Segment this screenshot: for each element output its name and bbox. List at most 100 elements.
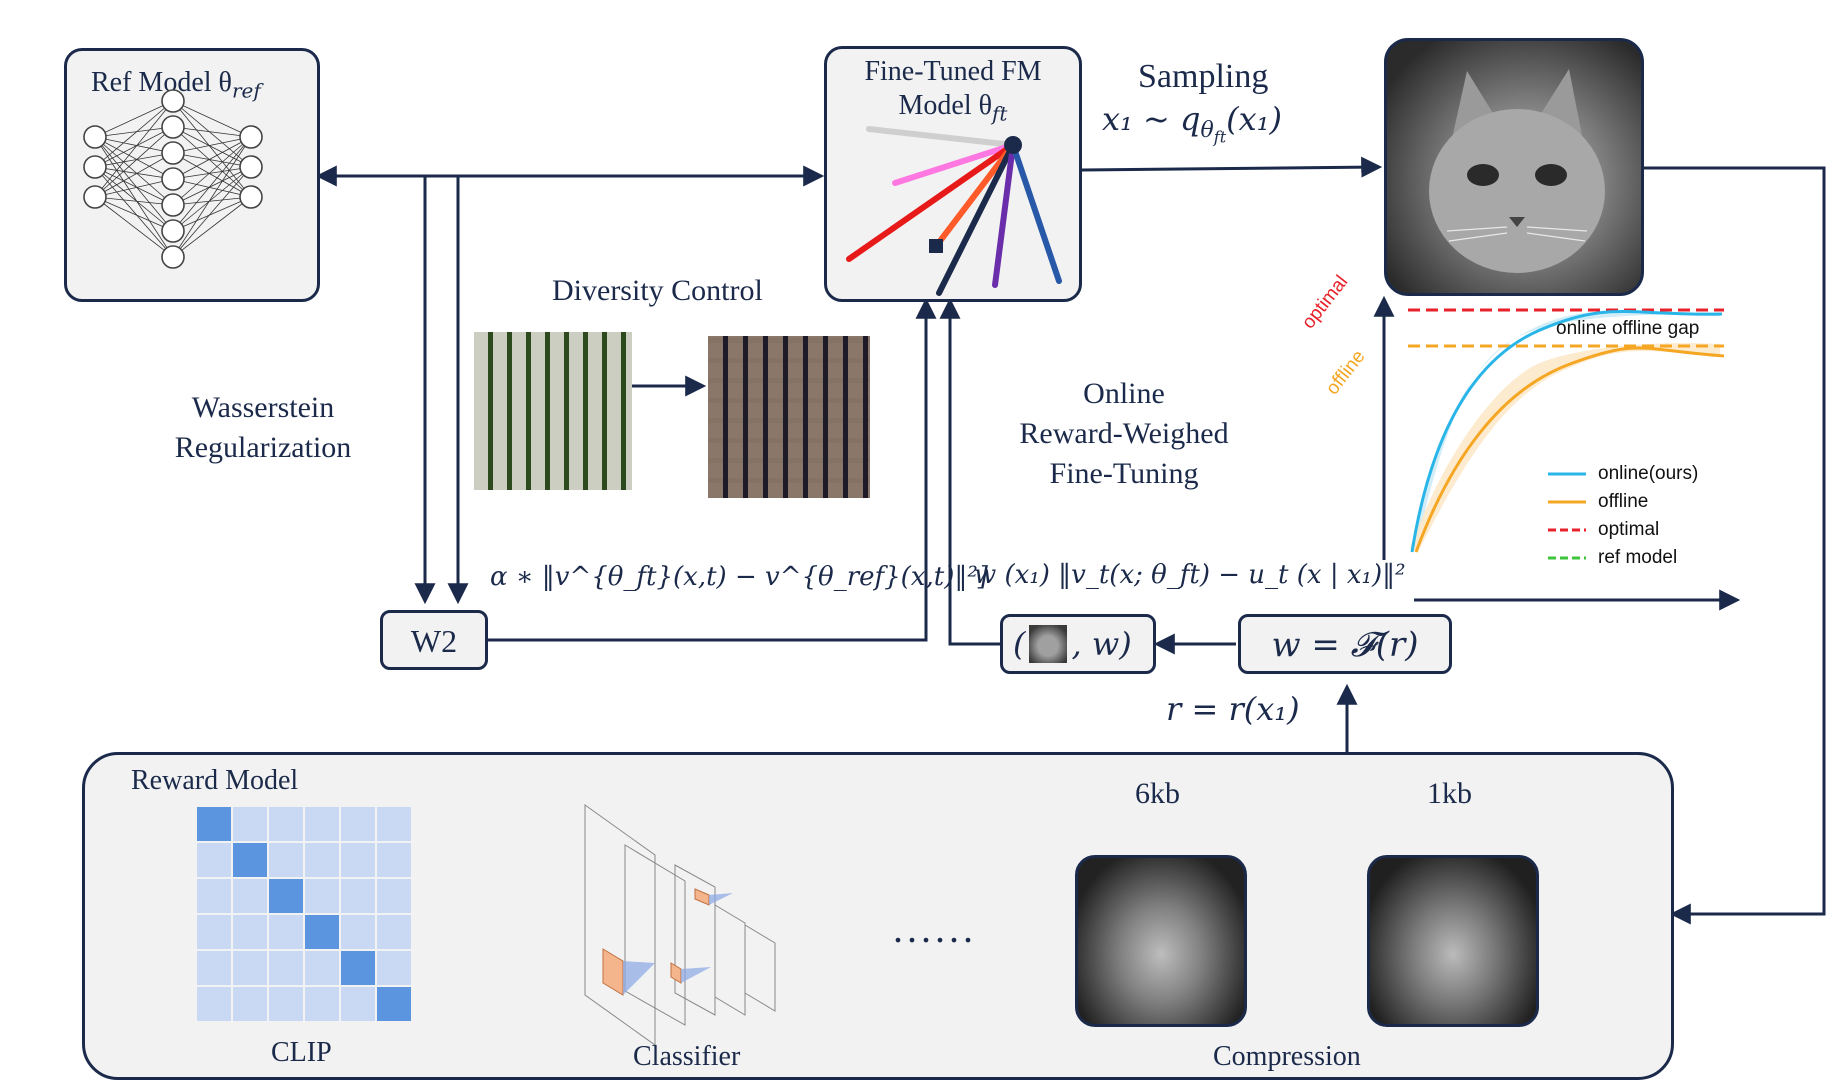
finetuned-model-box: Fine-Tuned FM Model θft <box>824 46 1082 302</box>
nn-node <box>161 89 185 113</box>
clip-cell <box>377 807 411 841</box>
w2-formula: α ∗ ‖v^{θ_ft}(x,t) − v^{θ_ref}(x,t)‖²] <box>490 562 988 592</box>
clip-cell <box>305 951 339 985</box>
nn-edge <box>172 136 252 154</box>
online-line2: Reward-Weighed <box>1019 417 1229 450</box>
nn-node <box>161 141 185 165</box>
nn-edge <box>94 100 174 198</box>
nn-node <box>161 193 185 217</box>
nn-edge <box>94 196 174 232</box>
nn-edge <box>94 152 174 198</box>
nn-edge <box>172 136 252 258</box>
gap-annotation: online offline gap <box>1556 318 1700 339</box>
online-line1: Online <box>1083 377 1165 410</box>
reward-model-title: Reward Model <box>131 765 299 796</box>
clip-cell-diagonal <box>269 879 303 913</box>
finetuned-line1: Fine-Tuned FM <box>864 56 1042 87</box>
nn-node <box>161 219 185 243</box>
finetuned-line2-text: Model θ <box>898 90 993 121</box>
nn-edge <box>172 152 252 198</box>
compression-cat-6kb <box>1075 855 1247 1027</box>
nn-node <box>239 155 263 179</box>
clip-cell-diagonal <box>233 843 267 877</box>
clip-cell <box>197 915 231 949</box>
flow-trajectories-icon <box>846 126 1062 296</box>
nn-edge <box>172 196 252 206</box>
nn-edge <box>94 100 174 138</box>
nn-edge <box>94 136 174 180</box>
wasserstein-label: Wasserstein Regularization <box>158 388 368 468</box>
compression-label: Compression <box>1213 1041 1361 1072</box>
pair-tail: , w) <box>1071 625 1132 663</box>
reward-equation: r = r(x₁) <box>1166 690 1300 728</box>
pair-open: ( <box>1013 625 1026 663</box>
clip-cell <box>305 879 339 913</box>
legend-ref: ref model <box>1598 547 1678 568</box>
compression-cat-1kb <box>1367 855 1539 1027</box>
clip-cell <box>197 879 231 913</box>
nn-node <box>83 185 107 209</box>
legend-offline: offline <box>1598 491 1649 512</box>
nn-node <box>161 115 185 139</box>
nn-node <box>83 125 107 149</box>
nn-edge <box>94 166 174 258</box>
finetuned-label: Fine-Tuned FM Model θft <box>827 55 1079 131</box>
clip-cell-diagonal <box>305 915 339 949</box>
nn-node <box>83 155 107 179</box>
nn-edge <box>94 100 174 168</box>
nn-node <box>239 185 263 209</box>
finetuned-sub: ft <box>992 101 1008 126</box>
sampling-formula-sub: θ <box>1200 118 1214 144</box>
nn-edge <box>172 136 252 206</box>
clip-cell <box>377 843 411 877</box>
nn-edge <box>94 166 174 232</box>
weight-formula: w (x₁) ‖v_t(x; θ_ft) − u_t (x | x₁)‖² <box>974 560 1406 590</box>
clip-cell <box>197 843 231 877</box>
legend-online: online(ours) <box>1598 463 1699 484</box>
online-curve <box>1410 310 1723 553</box>
nn-edge <box>94 136 174 232</box>
nn-edge <box>94 196 174 258</box>
clip-cell <box>305 807 339 841</box>
sampling-formula: x₁ ~ qθft(x₁) <box>1102 100 1282 147</box>
nn-edge <box>172 100 252 198</box>
clip-cell <box>269 915 303 949</box>
nn-edge <box>172 126 252 168</box>
clip-cell <box>341 879 375 913</box>
sampled-cat-image <box>1384 38 1644 296</box>
nn-edge <box>172 136 252 232</box>
clip-cell <box>305 987 339 1021</box>
clip-cell <box>305 843 339 877</box>
nn-edge <box>94 136 174 154</box>
offline-band <box>1410 343 1720 552</box>
nn-edge <box>172 152 252 168</box>
nn-edge <box>94 136 174 258</box>
pair-label: ( , w) <box>1013 625 1132 663</box>
ref-model-text: Ref Model θ <box>91 67 232 98</box>
clip-cell <box>341 915 375 949</box>
clip-cell <box>197 987 231 1021</box>
nn-edge <box>172 100 252 138</box>
ref-model-sub: ref <box>231 78 261 103</box>
sampling-formula-tail: (x₁) <box>1226 100 1282 138</box>
clip-cell <box>233 987 267 1021</box>
low-diversity-grid <box>474 332 632 490</box>
wf-box: w = 𝓕(r) <box>1238 614 1452 674</box>
online-line3: Fine-Tuning <box>1049 457 1199 490</box>
clip-cell <box>269 807 303 841</box>
nn-edge <box>172 100 252 168</box>
nn-edge <box>94 152 174 168</box>
clip-label: CLIP <box>271 1037 332 1068</box>
more-models-dots: ...... <box>893 906 977 951</box>
nn-edge <box>94 136 174 206</box>
clip-cell <box>233 951 267 985</box>
w2-label: W2 <box>410 623 458 659</box>
clip-cell <box>341 987 375 1021</box>
nn-edge <box>94 196 174 206</box>
wasserstein-line1: Wasserstein <box>191 391 335 424</box>
clip-cell <box>269 843 303 877</box>
nn-edge <box>172 166 252 232</box>
classifier-label: Classifier <box>633 1041 741 1072</box>
nn-node <box>161 167 185 191</box>
nn-edge <box>172 196 252 232</box>
